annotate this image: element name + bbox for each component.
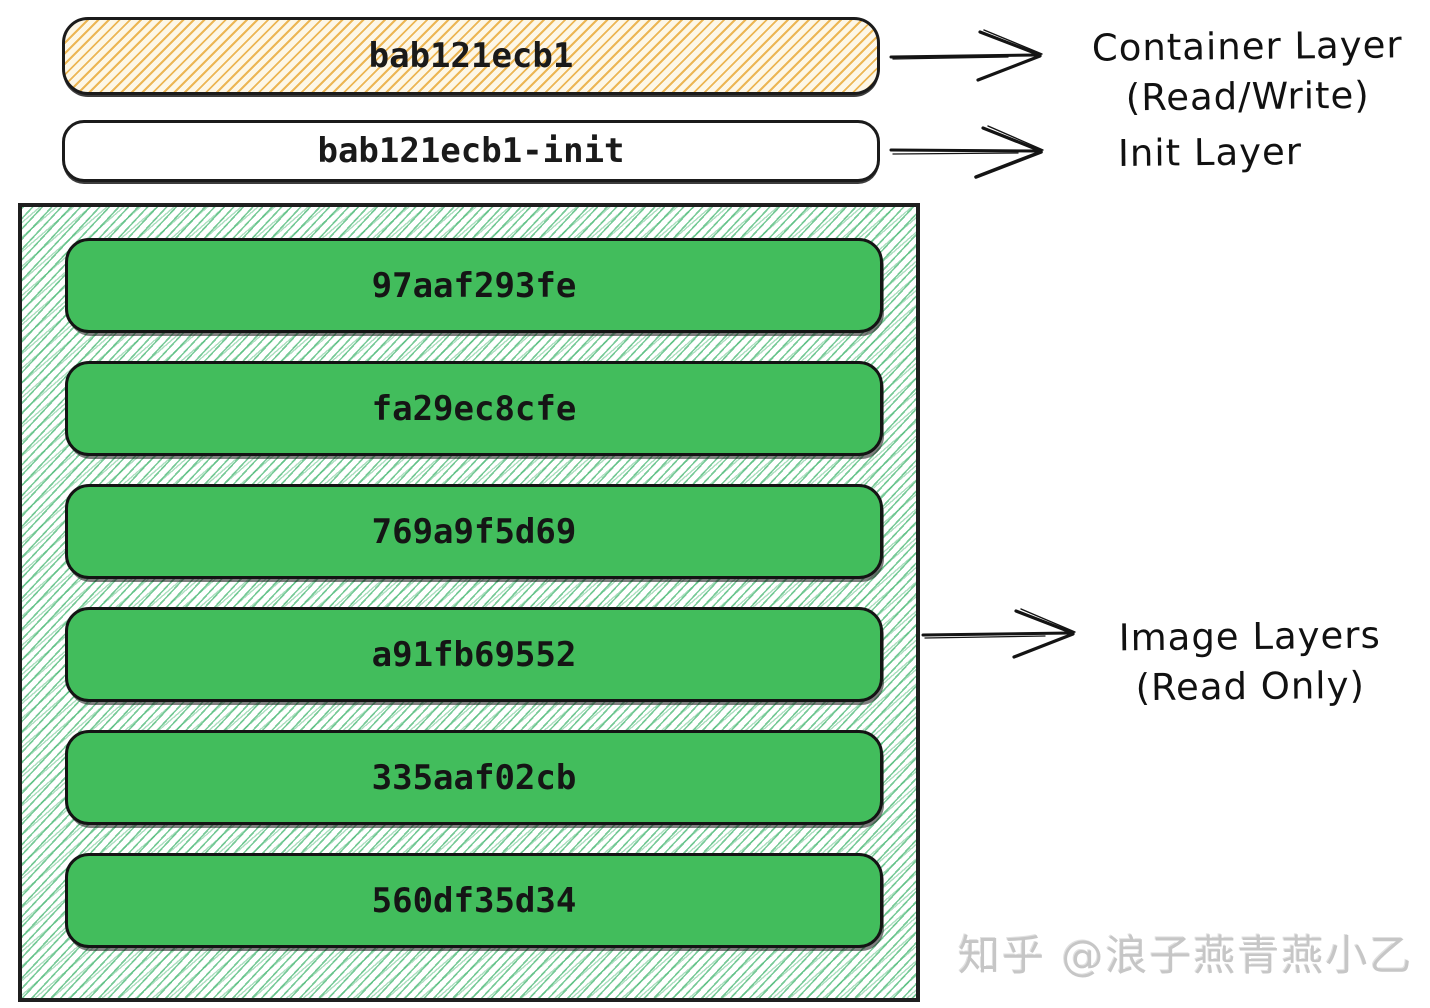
image-layer-box: fa29ec8cfe (65, 361, 883, 456)
container-layer-annotation-line2: (Read/Write) (1125, 73, 1370, 120)
init-layer-annotation-line1: Init Layer (1117, 130, 1303, 175)
container-layer-box: bab121ecb1 (62, 17, 880, 95)
image-layer-id: 335aaf02cb (371, 757, 577, 798)
init-layer-id: bab121ecb1-init (317, 131, 625, 171)
image-layers-arrow-icon (920, 602, 1082, 666)
container-layer-id: bab121ecb1 (368, 36, 574, 76)
image-layer-id: fa29ec8cfe (371, 388, 577, 429)
image-layer-id: 560df35d34 (371, 880, 577, 921)
image-layer-box: 769a9f5d69 (65, 484, 883, 579)
image-layer-id: a91fb69552 (371, 634, 577, 675)
image-layers-annotation: Image Layers (Read Only) (1094, 610, 1405, 713)
image-layer-box: 335aaf02cb (65, 730, 883, 825)
init-layer-arrow-icon (888, 119, 1050, 183)
image-layer-id: 97aaf293fe (371, 265, 577, 306)
image-layer-box: 97aaf293fe (65, 238, 883, 333)
init-layer-box: bab121ecb1-init (62, 120, 880, 182)
image-layers-annotation-line2: (Read Only) (1135, 663, 1366, 710)
container-layer-annotation: Container Layer (Read/Write) (1074, 20, 1420, 124)
container-layer-arrow-icon (888, 24, 1050, 88)
image-layer-box: a91fb69552 (65, 607, 883, 702)
image-layer-id: 769a9f5d69 (371, 511, 577, 552)
image-layers-group: 97aaf293fe fa29ec8cfe 769a9f5d69 a91fb69… (18, 203, 920, 1002)
container-layer-annotation-line1: Container Layer (1091, 23, 1403, 70)
image-layers-annotation-line1: Image Layers (1118, 613, 1381, 660)
watermark: 知乎 @浪子燕青燕小乙 (958, 931, 1414, 980)
image-layer-box: 560df35d34 (65, 853, 883, 948)
init-layer-annotation: Init Layer (1085, 127, 1336, 180)
